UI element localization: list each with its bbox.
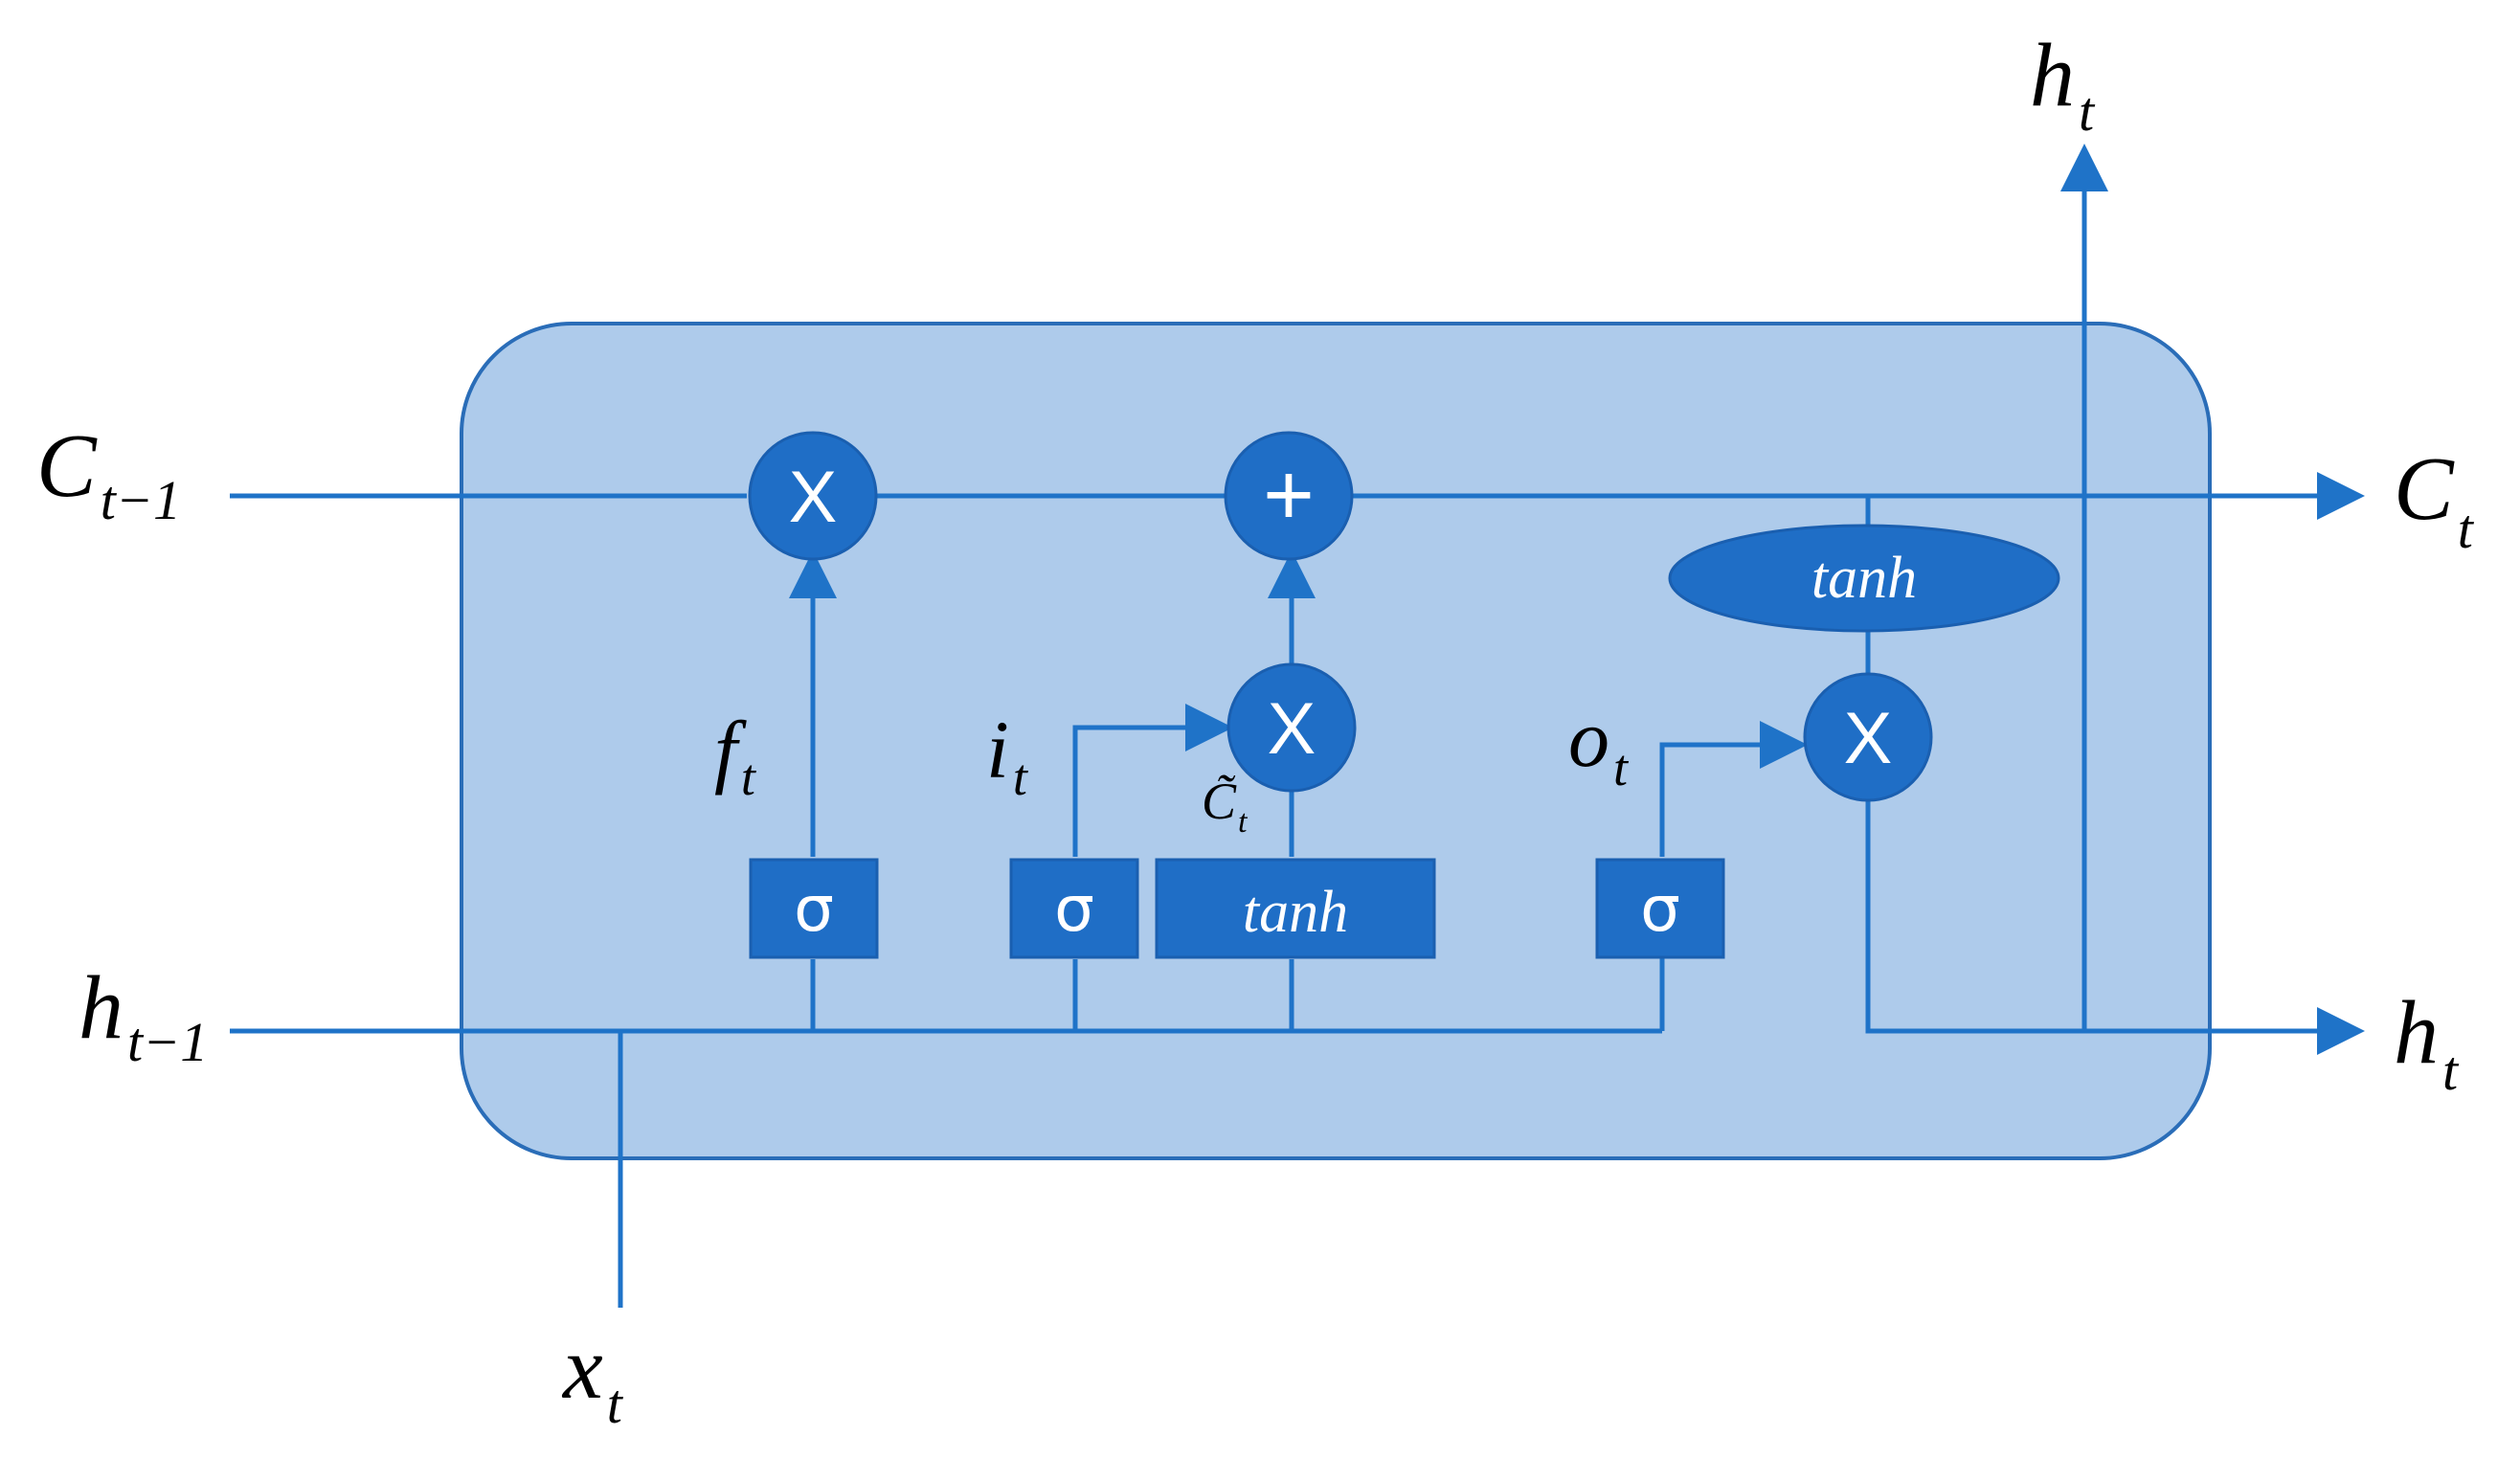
svg-text:X: X [1268, 688, 1316, 770]
hidden-out-label: ht [2394, 983, 2460, 1102]
output-gate-arrow [1659, 721, 1808, 857]
cell-tanh-ellipse: tanh [1668, 524, 2060, 633]
svg-text:+: + [1263, 446, 1315, 544]
cell-out-label: Ct [2394, 439, 2475, 560]
input-gate-label: it [986, 704, 1029, 806]
output-multiply-node: X [1803, 672, 1933, 802]
svg-text:σ: σ [1640, 872, 1680, 946]
svg-text:σ: σ [794, 872, 834, 946]
svg-text:X: X [1844, 698, 1893, 779]
input-gate-arrow [1072, 704, 1233, 857]
output-gate-sigma: σ [1595, 858, 1725, 959]
cell-add-node: + [1224, 431, 1354, 561]
x-input-label: xt [561, 1318, 624, 1435]
candidate-label: C̃t [1202, 773, 1249, 840]
svg-text:tanh: tanh [1811, 546, 1917, 611]
forget-gate-sigma: σ [749, 858, 879, 959]
candidate-tanh-box: tanh [1155, 858, 1436, 959]
hidden-prev-label: ht−1 [79, 958, 208, 1073]
svg-text:tanh: tanh [1243, 880, 1348, 945]
cell-prev-label: Ct−1 [36, 416, 181, 531]
forget-multiply-node: X [748, 431, 878, 561]
input-multiply-node: X [1226, 662, 1357, 793]
svg-text:σ: σ [1054, 872, 1094, 946]
hidden-output-line [1865, 795, 2365, 1055]
output-gate-label: ot [1568, 692, 1630, 796]
input-gate-sigma: σ [1009, 858, 1139, 959]
hidden-top-label: ht [2030, 26, 2096, 143]
svg-text:X: X [789, 457, 838, 538]
